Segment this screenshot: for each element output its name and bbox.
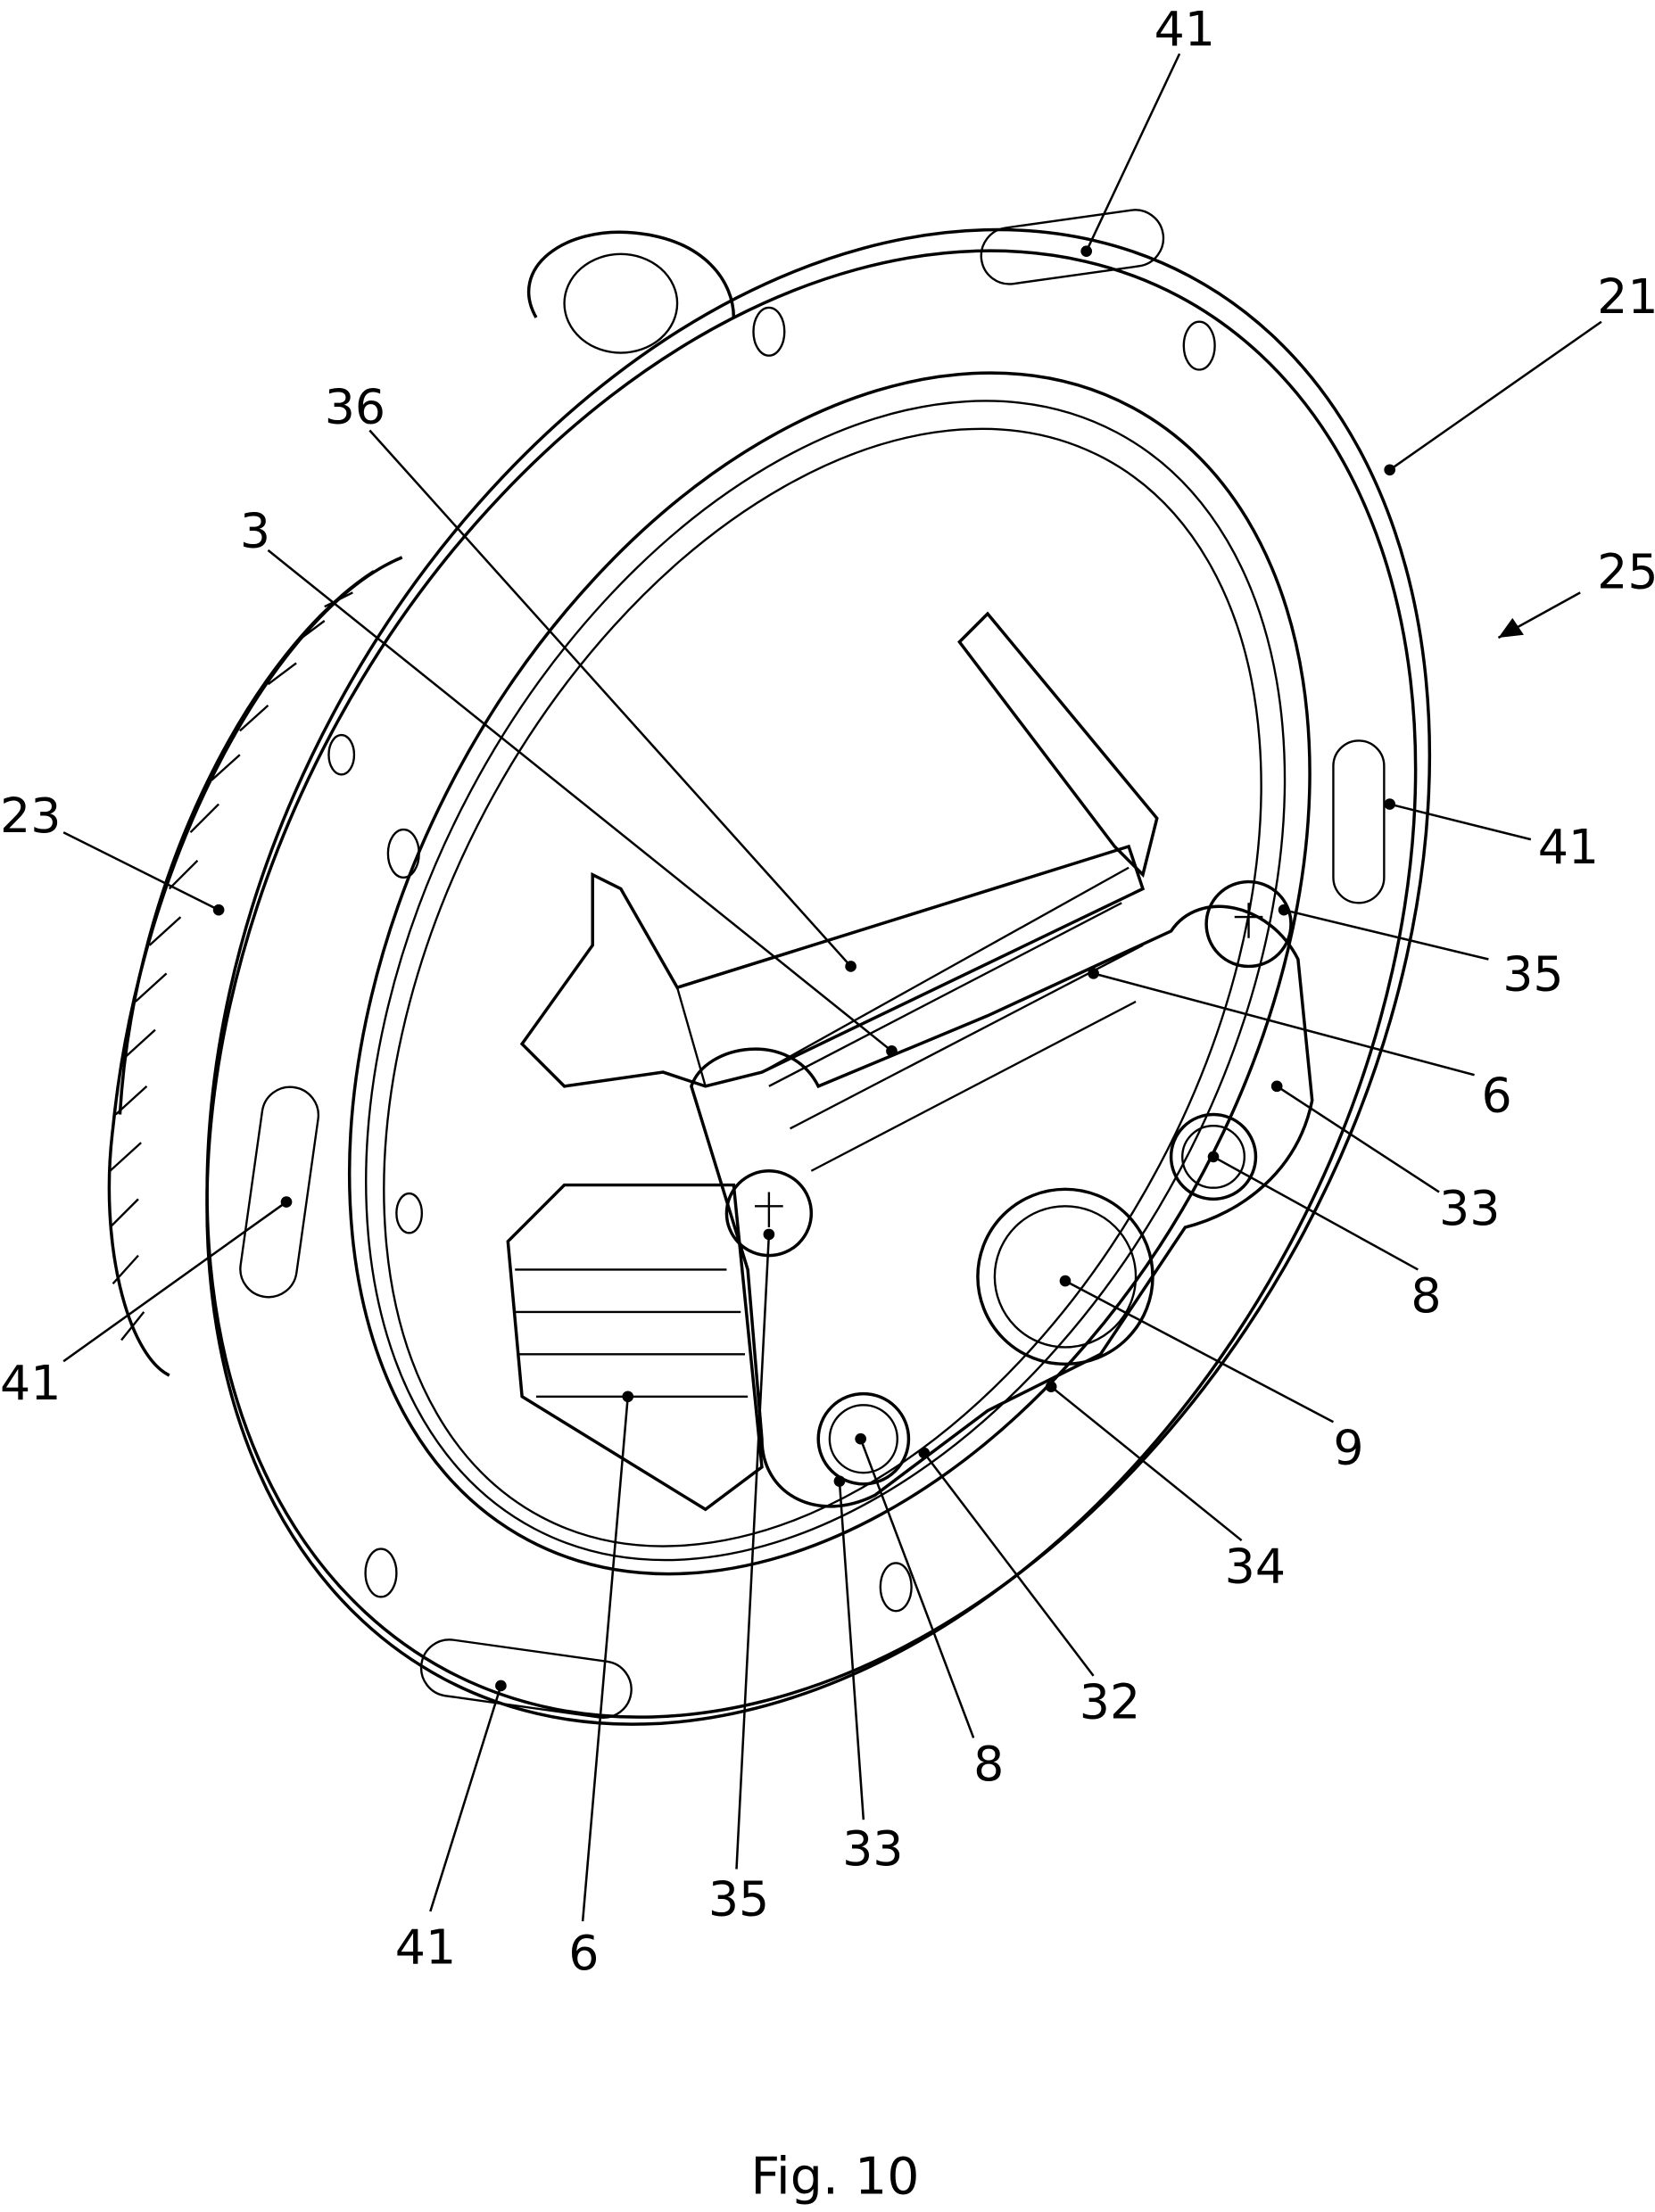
ring-21	[205, 209, 1432, 1726]
ref-34: 34	[1225, 1539, 1286, 1595]
gear-23	[107, 556, 403, 1377]
figure-caption: Fig. 10	[750, 2147, 919, 2206]
ref-8: 8	[1411, 1267, 1441, 1324]
drawing	[107, 209, 1432, 1726]
ref-32: 32	[1080, 1673, 1140, 1729]
ref-33: 33	[1439, 1180, 1500, 1236]
ref-41: 41	[0, 1355, 61, 1411]
gear-6	[506, 902, 1144, 1512]
reference-numerals: 41 21 25 36 3 23 41 35 6 33 8 9 41 34 32…	[0, 1, 1655, 1981]
carrier-36	[519, 611, 1159, 1088]
ref-6: 6	[1481, 1067, 1511, 1123]
ref-33: 33	[842, 1820, 903, 1877]
ref-41: 41	[395, 1919, 456, 1976]
ref-41: 41	[1154, 1, 1215, 57]
ref-6: 6	[568, 1925, 599, 1981]
ref-35: 35	[708, 1871, 769, 1927]
ref-25: 25	[1597, 544, 1655, 600]
ref-23: 23	[0, 788, 61, 844]
ref-9: 9	[1333, 1420, 1363, 1476]
leader-lines	[62, 53, 1602, 1922]
bridge-32	[690, 879, 1314, 1508]
ref-8: 8	[973, 1736, 1004, 1792]
ref-3: 3	[240, 503, 270, 559]
ref-21: 21	[1597, 268, 1655, 325]
ref-41: 41	[1538, 819, 1599, 875]
ref-36: 36	[325, 379, 385, 435]
ref-35: 35	[1502, 945, 1563, 1002]
